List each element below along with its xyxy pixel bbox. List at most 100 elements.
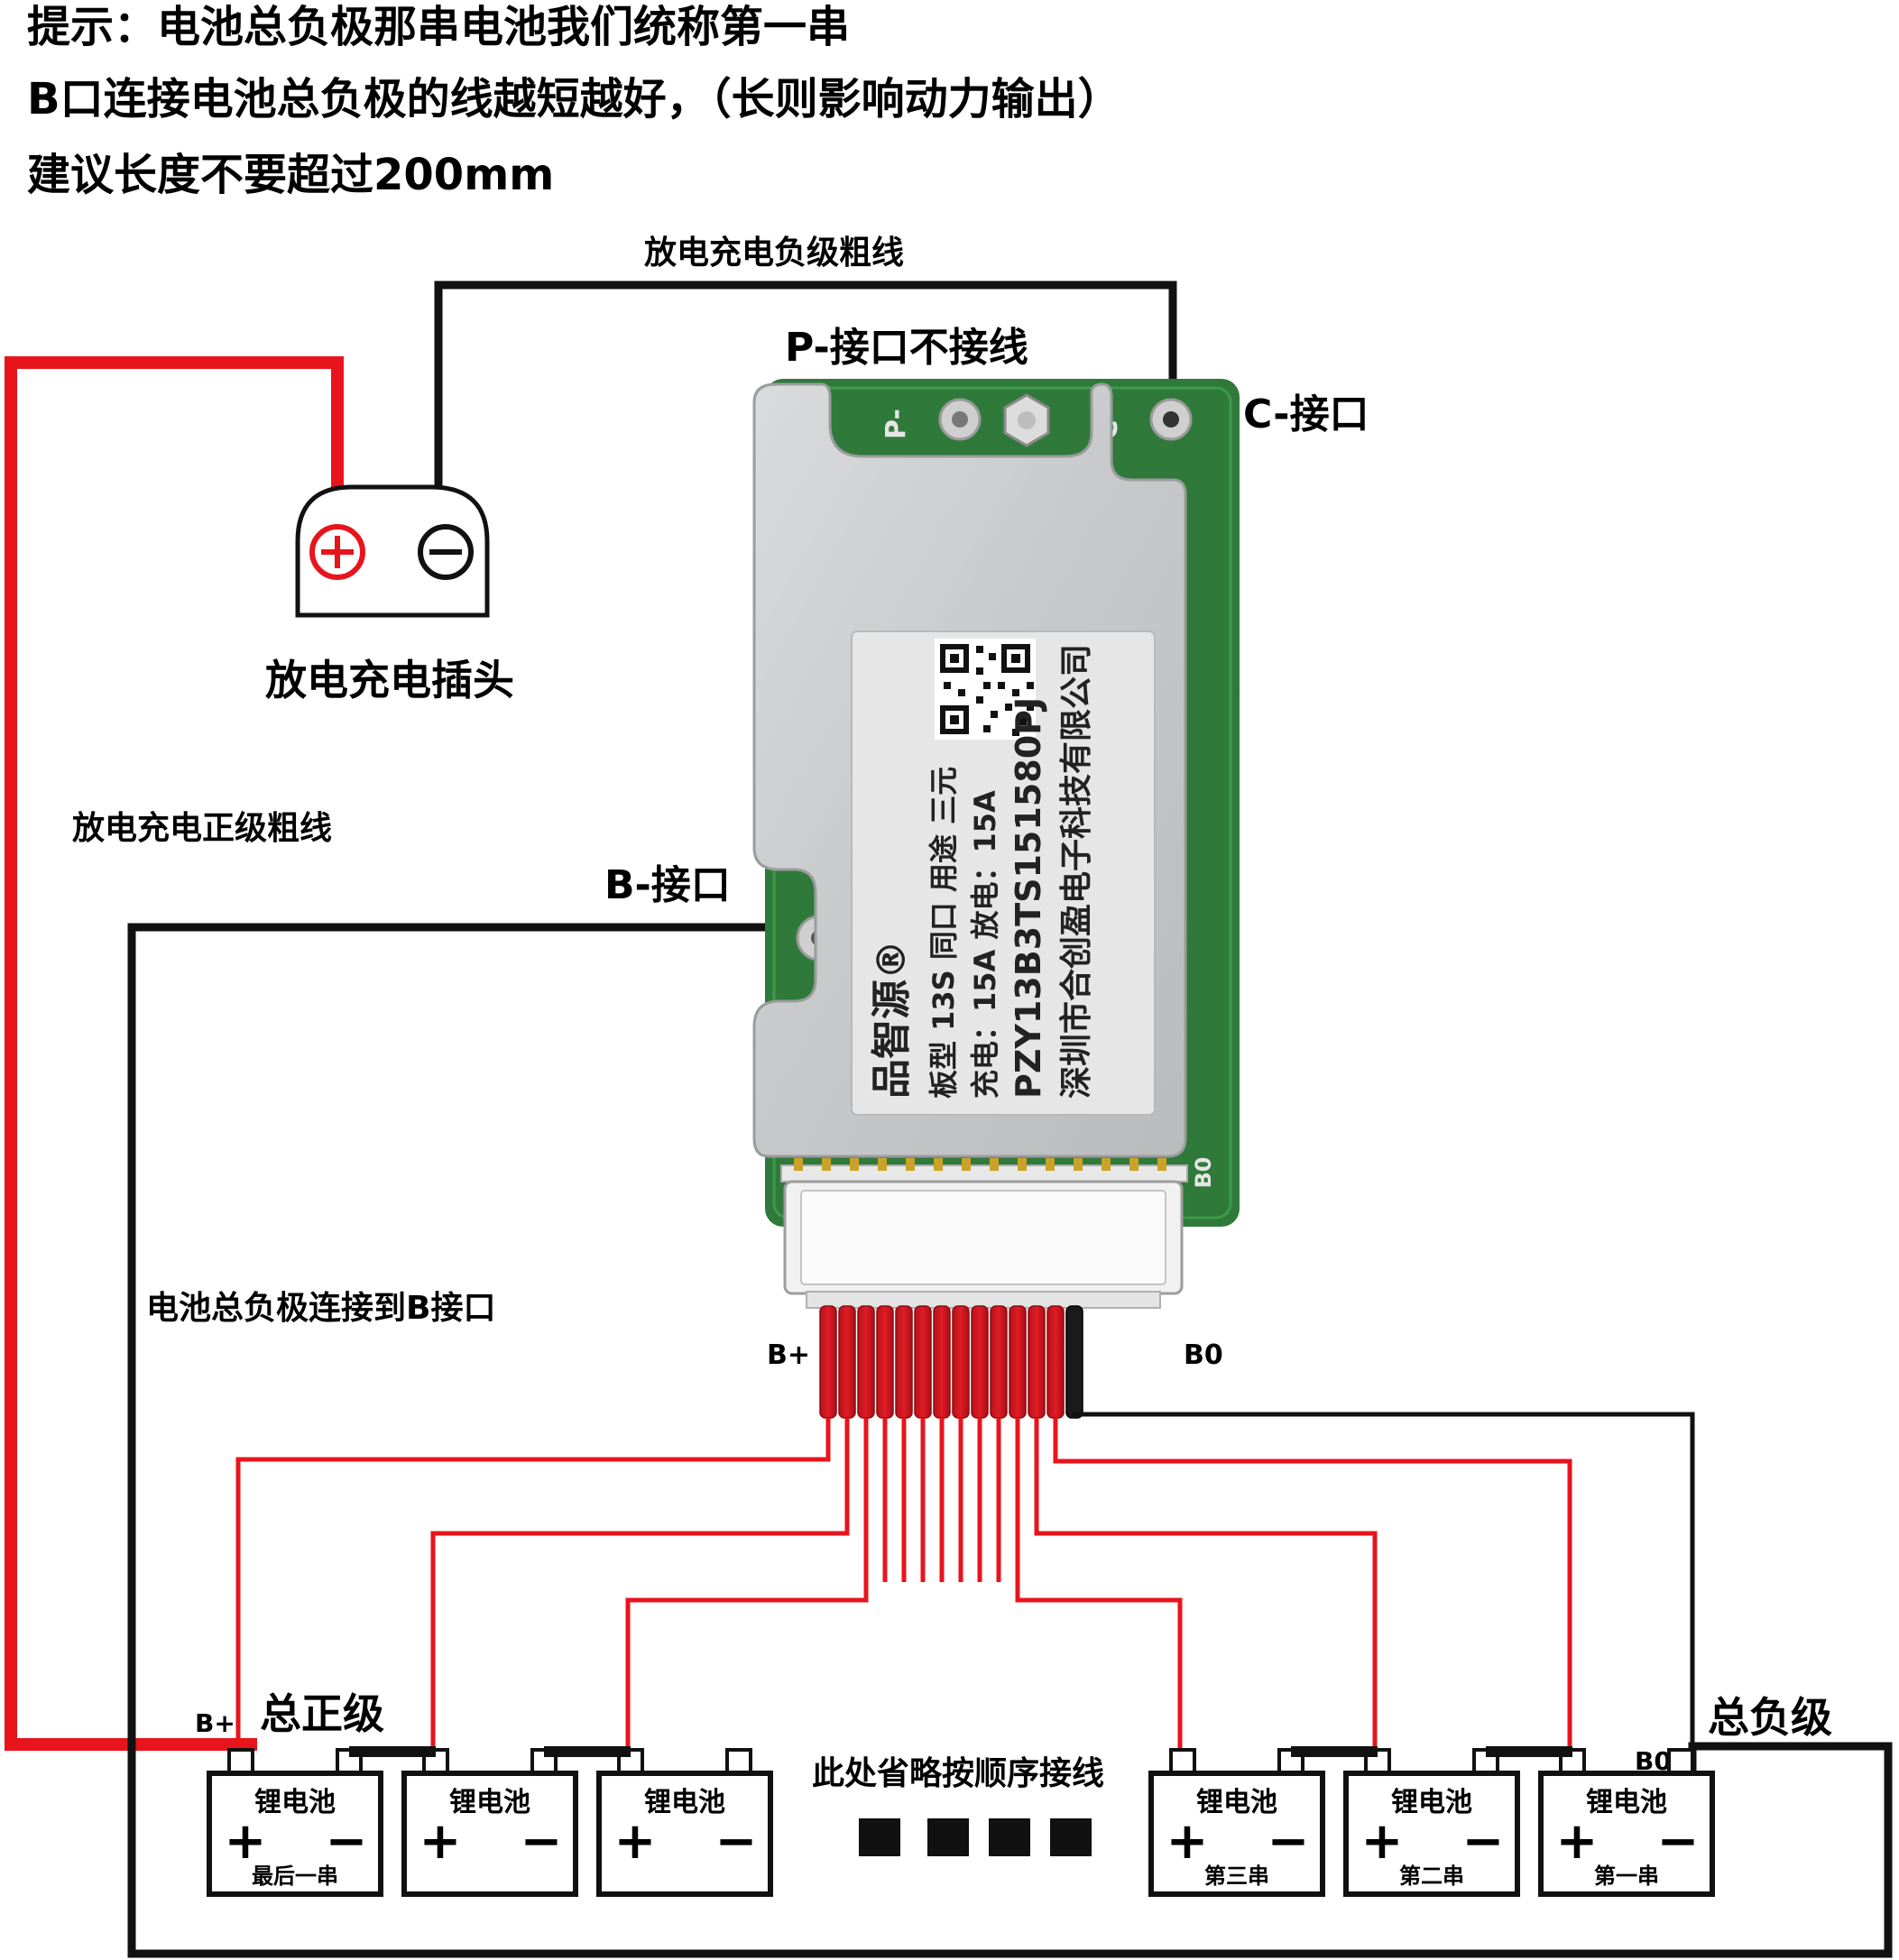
total-negative-label: 总负级 — [1708, 1693, 1832, 1742]
ribbon-wire — [857, 1305, 875, 1419]
tip-line-1: 提示：电池总负极那串电池我们统称第一串 — [27, 2, 850, 52]
connector-pins — [794, 1158, 1166, 1171]
tip-line-3: 建议长度不要超过200mm — [27, 150, 554, 200]
battery-body — [1343, 1771, 1520, 1897]
balance-wire-b-plus — [235, 1418, 831, 1750]
battery-cell: 锂电池+− — [596, 1748, 773, 1897]
positive-thick-wire-label: 放电充电正级粗线 — [72, 810, 332, 847]
connector-pin — [934, 1158, 943, 1171]
ribbon-wire — [933, 1305, 951, 1419]
battery-caption: 第二串 — [1399, 1863, 1464, 1889]
connector-pin — [878, 1158, 887, 1171]
omitted-wiring-label: 此处省略按顺序接线 — [812, 1755, 1104, 1792]
connector-pin — [1018, 1158, 1027, 1171]
battery-body — [401, 1771, 578, 1897]
c-port-label: C-接口 — [1243, 391, 1369, 437]
tip-line-2: B口连接电池总负极的线越短越好，（长则影响动力输出） — [27, 74, 1121, 124]
silk-p: P- — [880, 409, 912, 439]
connector-pin — [962, 1158, 971, 1171]
balance-wire — [430, 1418, 850, 1750]
battery-b-plus-label: B+ — [195, 1708, 235, 1738]
connector-b-plus-label: B+ — [767, 1339, 810, 1371]
ribbon-wire — [1009, 1305, 1027, 1419]
battery-plus-sign: + — [1361, 1812, 1404, 1871]
battery-title: 锂电池 — [1391, 1787, 1472, 1818]
bms-board: P- C- B0 品智源® 板型 13S — [752, 379, 1242, 1309]
battery-body — [1148, 1771, 1325, 1897]
battery-minus-sign: − — [326, 1812, 368, 1871]
connector-pin — [1102, 1158, 1111, 1171]
balance-wire — [1053, 1418, 1572, 1750]
connector-pin — [906, 1158, 915, 1171]
label-brand: 品智源® — [869, 940, 915, 1099]
battery-caption: 第三串 — [1204, 1863, 1269, 1889]
ribbon-wire — [876, 1305, 894, 1419]
balance-wire — [625, 1418, 869, 1750]
negative-thick-wire-label: 放电充电负级粗线 — [644, 235, 904, 271]
connector-b0-label: B0 — [1184, 1339, 1223, 1371]
label-part-number: PZY13B3TS151580PJ — [1009, 697, 1048, 1099]
connector-pin — [1046, 1158, 1055, 1171]
battery-neg-to-b-label: 电池总负极连接到B接口 — [146, 1290, 495, 1327]
total-positive-label: 总正级 — [260, 1689, 384, 1738]
battery-title: 锂电池 — [1586, 1787, 1667, 1818]
ribbon-wire — [1046, 1305, 1065, 1419]
silk-b0: B0 — [1191, 1157, 1216, 1189]
label-manufacturer: 深圳市合创盈电子科技有限公司 — [1058, 644, 1095, 1099]
battery-minus-sign: − — [1268, 1812, 1310, 1871]
balance-wire — [1034, 1418, 1378, 1750]
plug-label: 放电充电插头 — [265, 656, 514, 704]
connector-pin — [1157, 1158, 1166, 1171]
ribbon-wire — [952, 1305, 970, 1419]
balance-wire-b0 — [1072, 1412, 1695, 1750]
b-port-label: B-接口 — [604, 862, 731, 908]
battery-cell: 锂电池+−第一串 — [1538, 1748, 1715, 1897]
battery-cell: 锂电池+− — [401, 1748, 578, 1897]
battery-minus-terminal — [725, 1748, 752, 1777]
battery-minus-sign: − — [1657, 1812, 1700, 1871]
battery-body — [1538, 1771, 1715, 1897]
battery-title: 锂电池 — [644, 1787, 725, 1818]
label-current: 充电：15A 放电：15A — [968, 790, 1002, 1099]
connector-pin — [794, 1158, 803, 1171]
negative-thick-wire — [434, 281, 1177, 541]
battery-title: 锂电池 — [449, 1787, 530, 1818]
label-model: 板型 13S 同口 用途 三元 — [926, 767, 961, 1099]
ellipsis-squares — [859, 1818, 1092, 1856]
ribbon-wire — [971, 1305, 989, 1419]
balance-wire-ribbon — [819, 1305, 1083, 1419]
battery-cell: 锂电池+−第二串 — [1343, 1748, 1520, 1897]
ribbon-wire — [1028, 1305, 1046, 1419]
ribbon-wire — [895, 1305, 913, 1419]
battery-body — [207, 1771, 383, 1897]
battery-caption: 最后一串 — [252, 1863, 338, 1889]
battery-caption: 第一串 — [1594, 1863, 1659, 1889]
battery-cell: 锂电池+−最后一串 — [207, 1748, 383, 1897]
battery-cell: 锂电池+−第三串 — [1148, 1748, 1325, 1897]
ribbon-wire — [990, 1305, 1008, 1419]
qr-code-icon — [935, 639, 1036, 740]
balance-wires — [235, 1412, 1695, 1750]
ribbon-wire — [819, 1305, 837, 1419]
product-label — [851, 630, 1156, 1116]
ribbon-wire — [914, 1305, 932, 1419]
battery-title: 锂电池 — [1196, 1787, 1277, 1818]
charge-discharge-plug — [295, 484, 490, 618]
battery-plus-sign: + — [225, 1812, 267, 1871]
connector-pin — [990, 1158, 999, 1171]
battery-plus-sign: + — [614, 1812, 657, 1871]
balance-wire — [1015, 1418, 1183, 1750]
p-port-label: P-接口不接线 — [785, 325, 1028, 371]
battery-title: 锂电池 — [254, 1787, 336, 1818]
ribbon-wire — [838, 1305, 856, 1419]
battery-plus-sign: + — [1556, 1812, 1599, 1871]
connector-pin — [850, 1158, 859, 1171]
connector-pin — [1129, 1158, 1138, 1171]
battery-plus-sign: + — [419, 1812, 462, 1871]
positive-thick-wire — [5, 356, 344, 1751]
battery-row: 锂电池+−最后一串锂电池+−锂电池+−锂电池+−第三串锂电池+−第二串锂电池+−… — [207, 1746, 1715, 1897]
battery-minus-sign: − — [521, 1812, 563, 1871]
battery-plus-sign: + — [1166, 1812, 1209, 1871]
battery-body — [596, 1771, 773, 1897]
